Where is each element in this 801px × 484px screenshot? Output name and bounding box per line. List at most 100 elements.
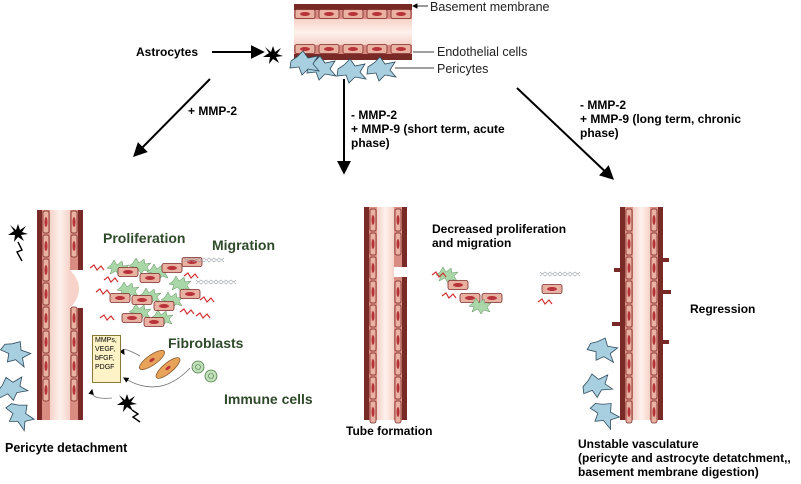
proliferating-cell xyxy=(153,301,175,311)
astrocyte-icon xyxy=(263,46,283,64)
sparse-cells xyxy=(431,266,581,315)
endothelial-cell xyxy=(42,234,50,258)
endothelial-cell xyxy=(42,282,50,306)
decreased-label-2: and migration xyxy=(432,236,512,250)
proliferating-cells xyxy=(89,257,237,327)
path-mid-label-2: + MMP-9 (short term, acute xyxy=(351,122,505,136)
endothelial-cell xyxy=(394,280,402,304)
signal-mark xyxy=(89,264,105,271)
endothelial-cell xyxy=(650,232,658,256)
endothelial-cell xyxy=(625,208,633,232)
left-vessel xyxy=(37,210,83,420)
detached-pericyte xyxy=(579,369,615,401)
endothelial-cell xyxy=(394,376,402,400)
basement-membrane-label: Basement membrane xyxy=(430,0,550,14)
endothelial-cell xyxy=(394,400,402,424)
factor-item: VEGF, xyxy=(95,346,116,353)
signal-mark xyxy=(183,272,199,279)
endothelial-cell xyxy=(294,44,316,54)
endothelial-cell xyxy=(42,258,50,282)
endothelial-cell xyxy=(650,256,658,280)
unstable-label-3: basement membrane digestion) xyxy=(578,465,759,479)
astrocytes-label: Astrocytes xyxy=(136,45,199,59)
migration-label: Migration xyxy=(212,237,275,253)
top-pericyte xyxy=(336,58,367,84)
regression-label: Regression xyxy=(690,302,756,316)
signal-mark xyxy=(195,312,211,319)
endothelial-cell xyxy=(42,210,50,234)
endothelial-cell xyxy=(70,330,78,354)
top-vessel xyxy=(294,4,412,60)
signal-mark xyxy=(179,308,195,315)
endothelial-cell xyxy=(394,232,402,256)
proliferating-cell xyxy=(109,293,131,303)
right-vessel xyxy=(612,207,671,424)
proliferating-cell xyxy=(143,317,165,327)
endothelial-cell xyxy=(394,352,402,376)
endothelial-cell xyxy=(369,256,377,280)
astrocyte-icon xyxy=(117,394,137,412)
endothelial-cell xyxy=(390,44,412,54)
pericytes-label: Pericytes xyxy=(437,62,489,76)
endothelial-cell xyxy=(42,330,50,354)
endothelial-cell xyxy=(42,306,50,330)
endothelial-cell xyxy=(366,44,388,54)
fibroblasts-label: Fibroblasts xyxy=(168,335,244,351)
endothelial-cell xyxy=(390,9,412,19)
endothelial-cells-label: Endothelial cells xyxy=(437,45,528,59)
endothelial-cell xyxy=(625,328,633,352)
endothelial-cell xyxy=(342,9,364,19)
astrocyte-icon xyxy=(8,224,28,242)
proliferating-cell xyxy=(121,313,143,323)
endothelial-cell xyxy=(70,306,78,330)
path-mid-label-1: - MMP-2 xyxy=(351,108,397,122)
path-mid-label-3: phase) xyxy=(351,136,390,150)
endothelial-cell xyxy=(394,328,402,352)
signal-mark xyxy=(199,296,215,303)
endothelial-cell xyxy=(369,400,377,424)
endothelial-cell xyxy=(625,256,633,280)
endothelial-cell xyxy=(625,376,633,400)
endothelial-cell xyxy=(625,280,633,304)
endothelial-cell xyxy=(318,44,340,54)
tube-formation-label: Tube formation xyxy=(346,424,433,438)
endothelial-cell xyxy=(650,208,658,232)
unstable-label-1: Unstable vasculature xyxy=(578,437,699,451)
factor-item: MMPs, xyxy=(95,337,117,344)
endothelial-cell xyxy=(294,9,316,19)
factor-item: PDGF xyxy=(95,364,115,371)
proliferating-cell xyxy=(179,289,201,299)
endothelial-cell xyxy=(650,352,658,376)
proliferating-cell xyxy=(139,273,161,283)
endothelial-cell xyxy=(369,208,377,232)
endothelial-cell xyxy=(650,328,658,352)
endothelial-cell xyxy=(70,210,78,234)
endothelial-cell xyxy=(369,352,377,376)
path-right-label-1: - MMP-2 xyxy=(580,98,626,112)
endothelial-cell xyxy=(625,304,633,328)
signal-mark xyxy=(99,314,115,321)
endothelial-cell xyxy=(318,9,340,19)
immune-cells xyxy=(191,360,218,383)
signal-mark xyxy=(95,288,111,295)
factor-item: bFGF, xyxy=(95,355,115,362)
endothelial-cell xyxy=(650,376,658,400)
top-pericyte xyxy=(366,56,397,82)
unstable-label-2: (pericyte and astrocyte detatchment,, xyxy=(578,451,791,465)
endothelial-cell xyxy=(70,234,78,258)
proliferation-label: Proliferation xyxy=(103,230,186,246)
endothelial-cell xyxy=(42,354,50,378)
fibroblasts xyxy=(138,350,181,379)
proliferating-cell xyxy=(131,295,153,305)
endothelial-cell xyxy=(366,9,388,19)
endothelial-cell xyxy=(342,44,364,54)
endothelial-cell xyxy=(369,328,377,352)
detached-pericyte xyxy=(584,333,621,367)
pericyte-detachment-label: Pericyte detachment xyxy=(5,441,128,455)
growth-factors-box: MMPs, VEGF, bFGF, PDGF xyxy=(92,335,121,383)
detached-pericyte xyxy=(0,395,39,434)
proliferating-cell xyxy=(117,267,139,277)
endothelial-cell xyxy=(650,304,658,328)
path-right-label-3: phase) xyxy=(580,126,619,140)
